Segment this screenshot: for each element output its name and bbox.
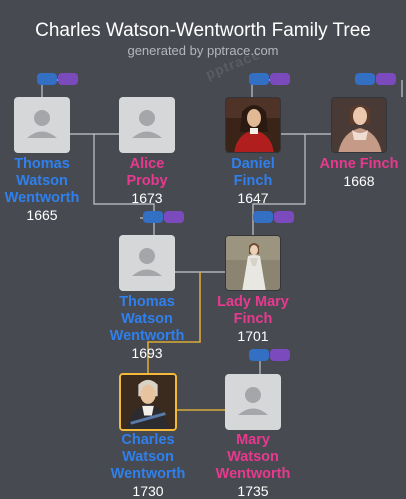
name-line: Anne Finch: [319, 156, 399, 172]
expand-parents-button[interactable]: [37, 73, 57, 85]
page-title: Charles Watson-Wentworth Family Tree: [35, 20, 371, 41]
person-year-thomas-1665: 1665: [26, 207, 58, 223]
person-year-charles: 1730: [132, 483, 164, 499]
person-year-mary-1735: 1735: [237, 483, 269, 499]
portrait-painting-icon: [332, 98, 386, 152]
expand-relatives-button[interactable]: [274, 211, 294, 223]
name-line: Wentworth: [4, 190, 80, 206]
person-card-alice-proby[interactable]: [119, 97, 175, 153]
person-card-mary-watson-wentworth[interactable]: [225, 374, 281, 430]
person-year-alice-proby: 1673: [131, 190, 163, 206]
name-line: Lady Mary: [217, 294, 289, 310]
name-line: Mary: [236, 432, 270, 448]
highlight-connectors: [147, 272, 225, 411]
name-line: Watson: [121, 311, 173, 327]
person-year-daniel-finch: 1647: [237, 190, 269, 206]
person-name-thomas-watson-wentworth-1693[interactable]: Thomas Watson Wentworth: [82, 294, 212, 345]
expand-parents-button[interactable]: [249, 73, 269, 85]
person-card-charles-watson-wentworth[interactable]: [119, 373, 177, 431]
page-subtitle: generated by pptrace.com: [127, 43, 279, 58]
node-buttons-anne-finch: [355, 73, 397, 85]
name-line: Charles: [121, 432, 175, 448]
person-placeholder-icon: [132, 248, 162, 276]
name-line: Watson: [122, 449, 174, 465]
person-placeholder-icon: [27, 110, 57, 138]
portrait-painting-icon: [226, 98, 280, 152]
expand-relatives-button[interactable]: [376, 73, 396, 85]
expand-relatives-button[interactable]: [270, 349, 290, 361]
name-line: Wentworth: [215, 466, 291, 482]
portrait-painting-icon: [121, 375, 175, 429]
node-buttons-thomas-1665: [37, 73, 79, 85]
name-line: Proby: [126, 173, 168, 189]
descent-highlight-line: [147, 272, 201, 374]
node-buttons-lady-mary-finch: [253, 211, 295, 223]
person-placeholder-icon: [238, 387, 268, 415]
person-name-lady-mary-finch[interactable]: Lady Mary Finch: [188, 294, 318, 328]
name-line: Daniel: [231, 156, 275, 172]
person-card-thomas-watson-wentworth-1693[interactable]: [119, 235, 175, 291]
expand-relatives-button[interactable]: [270, 73, 290, 85]
person-year-thomas-1693: 1693: [131, 345, 163, 361]
person-name-alice-proby[interactable]: Alice Proby: [82, 156, 212, 190]
person-card-lady-mary-finch[interactable]: [225, 235, 281, 291]
person-year-lady-mary-finch: 1701: [237, 328, 269, 344]
person-year-anne-finch: 1668: [343, 173, 375, 189]
person-name-thomas-watson-wentworth-1665[interactable]: Thomas Watson Wentworth: [0, 156, 107, 207]
name-line: Wentworth: [109, 328, 185, 344]
expand-parents-button[interactable]: [355, 73, 375, 85]
expand-parents-button[interactable]: [249, 349, 269, 361]
name-line: Finch: [233, 173, 273, 189]
name-line: Thomas: [14, 156, 70, 172]
name-line: Finch: [233, 311, 273, 327]
expand-relatives-button[interactable]: [58, 73, 78, 85]
person-card-anne-finch[interactable]: [331, 97, 387, 153]
name-line: Watson: [16, 173, 68, 189]
name-line: Thomas: [119, 294, 175, 310]
node-buttons-thomas-1693: [143, 211, 185, 223]
person-placeholder-icon: [132, 110, 162, 138]
person-name-charles-watson-wentworth[interactable]: Charles Watson Wentworth: [83, 432, 213, 483]
name-line: Alice: [129, 156, 165, 172]
node-buttons-daniel-finch: [249, 73, 291, 85]
expand-parents-button[interactable]: [143, 211, 163, 223]
person-name-daniel-finch[interactable]: Daniel Finch: [188, 156, 318, 190]
person-card-thomas-watson-wentworth-1665[interactable]: [14, 97, 70, 153]
expand-relatives-button[interactable]: [164, 211, 184, 223]
expand-parents-button[interactable]: [253, 211, 273, 223]
portrait-painting-icon: [226, 236, 280, 290]
person-card-daniel-finch[interactable]: [225, 97, 281, 153]
name-line: Wentworth: [110, 466, 186, 482]
person-name-anne-finch[interactable]: Anne Finch: [294, 156, 406, 173]
node-buttons-mary-watson-wentworth: [249, 349, 291, 361]
person-name-mary-watson-wentworth[interactable]: Mary Watson Wentworth: [188, 432, 318, 483]
name-line: Watson: [227, 449, 279, 465]
